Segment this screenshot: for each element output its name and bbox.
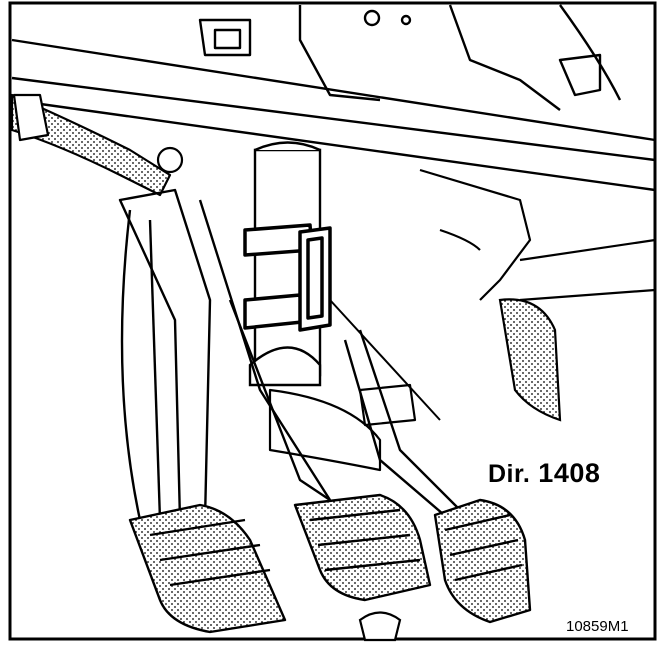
- pedal-box-mechanism: [268, 168, 656, 472]
- pedal-arms: [118, 188, 461, 522]
- brake-pedal-pad: [293, 493, 432, 602]
- tool-number: 1408: [538, 458, 601, 488]
- dashboard-underside: [11, 4, 656, 192]
- floor-fixing: [358, 611, 402, 642]
- figure-code: 10859M1: [566, 618, 629, 635]
- clutch-pedal-pad: [128, 503, 287, 634]
- accelerator-pedal-pad: [433, 498, 532, 624]
- clamp-tool: [243, 223, 332, 332]
- tool-prefix: Dir.: [488, 460, 531, 488]
- return-spring-cover: [498, 298, 562, 422]
- leader-line: [329, 299, 441, 421]
- tool-reference-label: Dir.1408: [488, 458, 600, 489]
- cable-harness: [10, 93, 184, 197]
